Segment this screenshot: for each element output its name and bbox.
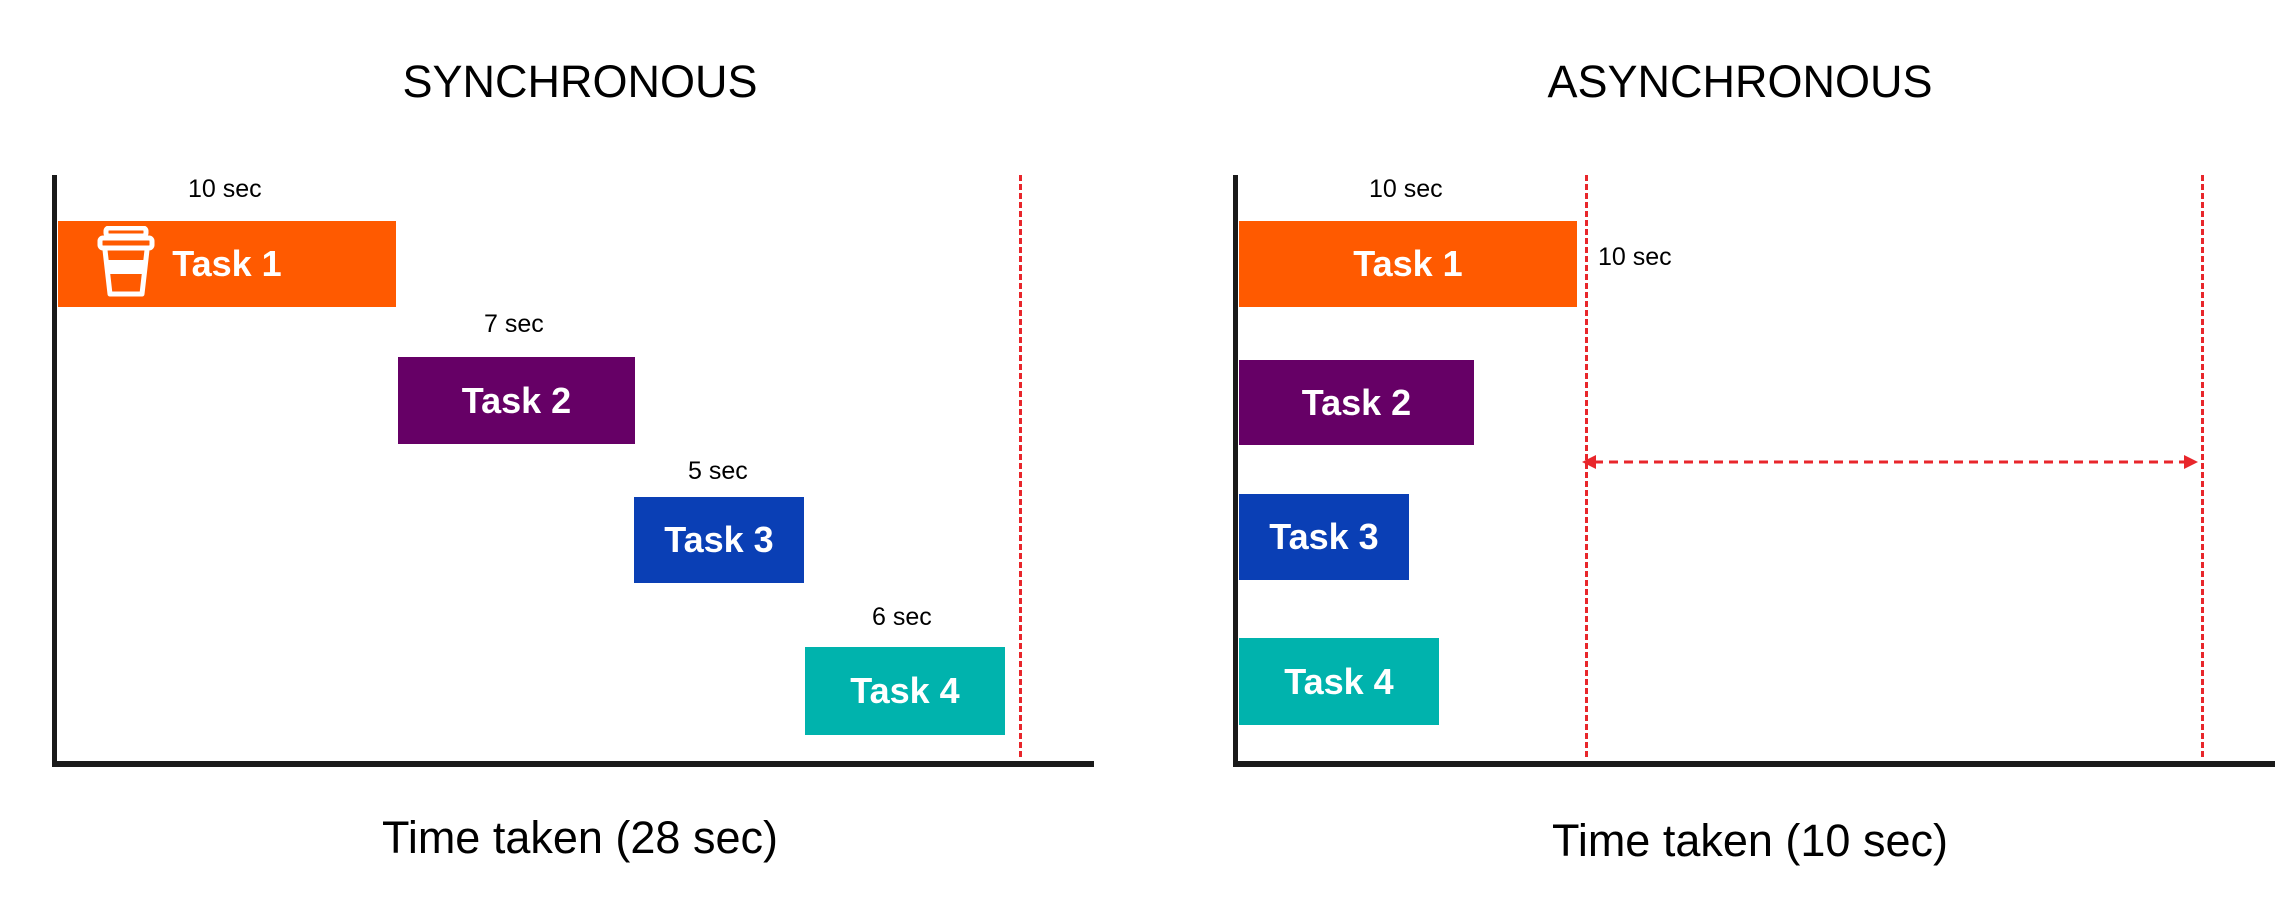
sync-task1-duration: 10 sec (188, 175, 262, 203)
async-deadline-line (2201, 175, 2204, 757)
async-caption: Time taken (10 sec) (1552, 815, 1948, 866)
async-task2-label: Task 2 (1301, 381, 1412, 423)
async-end-line (1585, 175, 1588, 757)
sync-task1-label: Task 1 (172, 243, 282, 284)
async-task3-label: Task 3 (1269, 516, 1379, 557)
sync-task4-duration: 6 sec (872, 603, 932, 631)
sync-task4-bar: Task 4 (805, 647, 1005, 735)
async-task4-label: Task 4 (1284, 660, 1394, 702)
sync-deadline-line (1019, 175, 1022, 757)
async-end-marker-label: 10 sec (1598, 243, 1672, 271)
sync-y-axis (52, 175, 57, 767)
sync-task4-label: Task 4 (850, 670, 960, 711)
async-task1-bar: Task 1 (1239, 221, 1577, 307)
sync-caption: Time taken (28 sec) (382, 812, 778, 863)
sync-task3-duration: 5 sec (688, 457, 748, 485)
async-title: ASYNCHRONOUS (1547, 56, 1933, 107)
saved-time-arrow (1582, 455, 2198, 469)
sync-task3-label: Task 3 (664, 519, 774, 560)
async-task4-bar: Task 4 (1239, 638, 1439, 725)
async-x-axis (1233, 761, 2275, 767)
async-y-axis (1233, 175, 1238, 767)
sync-task2-label: Task 2 (461, 379, 572, 421)
sync-task2-bar: Task 2 (398, 357, 635, 444)
async-task3-bar: Task 3 (1239, 494, 1409, 580)
sync-task3-bar: Task 3 (634, 497, 804, 583)
sync-x-axis (52, 761, 1094, 767)
sync-title: SYNCHRONOUS (402, 56, 758, 107)
sync-task2-duration: 7 sec (484, 310, 544, 338)
async-task1-duration: 10 sec (1369, 175, 1443, 203)
async-task1-label: Task 1 (1353, 243, 1463, 284)
coffee-cup-icon (97, 226, 155, 297)
async-task2-bar: Task 2 (1239, 360, 1474, 445)
